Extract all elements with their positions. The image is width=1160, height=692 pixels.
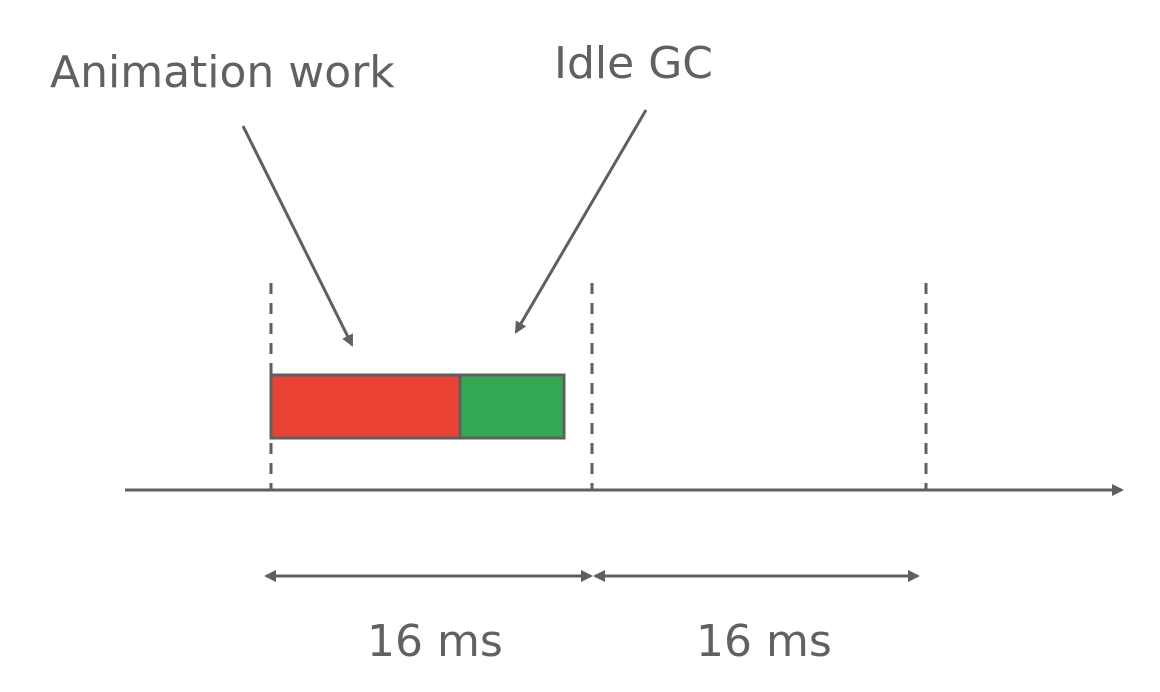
idle-gc-block — [458, 373, 566, 440]
frame-duration-label-2: 16 ms — [696, 616, 832, 667]
idle-gc-label: Idle GC — [554, 38, 714, 89]
frame-duration-label-1: 16 ms — [367, 616, 503, 667]
animation-work-pointer-arrow — [241, 125, 354, 347]
idle-gc-pointer-arrow — [514, 109, 648, 334]
animation-work-block — [269, 373, 462, 440]
animation-work-label: Animation work — [50, 47, 395, 98]
